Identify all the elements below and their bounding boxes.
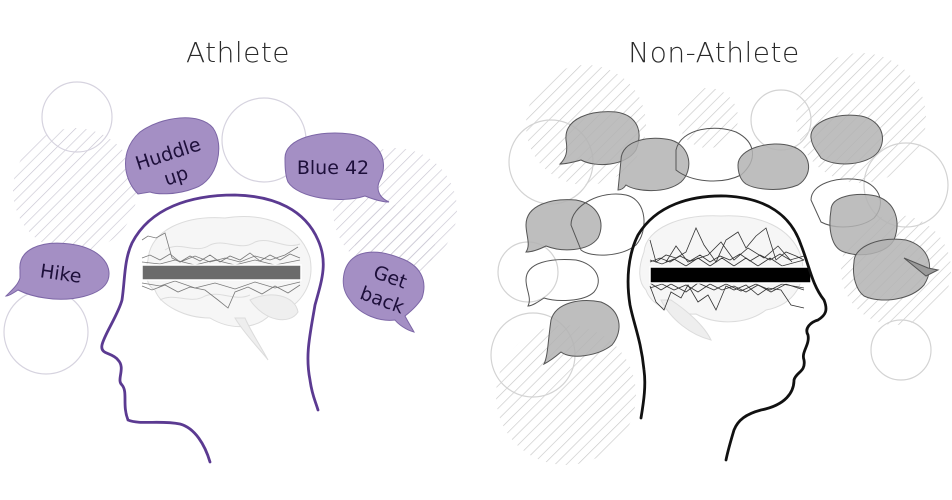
- non-athlete-panel: Non-Athlete: [476, 0, 952, 500]
- head-silhouette-icon: [100, 193, 325, 464]
- athlete-panel: Athlete: [3, 36, 457, 464]
- athlete-title: Athlete: [185, 36, 291, 69]
- athlete-illustration: Huddle up Blue 42 Hike Get back: [3, 81, 457, 464]
- head-silhouette-icon: [626, 194, 828, 462]
- speech-bubble-icon: Huddle up Blue 42 Hike Get back: [4, 117, 425, 333]
- bubble-text-blue-42: Blue 42: [297, 157, 369, 179]
- signal-bar: [649, 266, 812, 284]
- speech-bubble-icon: [525, 111, 940, 366]
- non-athlete-illustration: [490, 53, 951, 465]
- non-athlete-title: Non-Athlete: [628, 36, 800, 69]
- brain-signal-traces: [649, 227, 805, 311]
- signal-bar: [141, 264, 302, 281]
- brain-signal-traces: [141, 232, 301, 309]
